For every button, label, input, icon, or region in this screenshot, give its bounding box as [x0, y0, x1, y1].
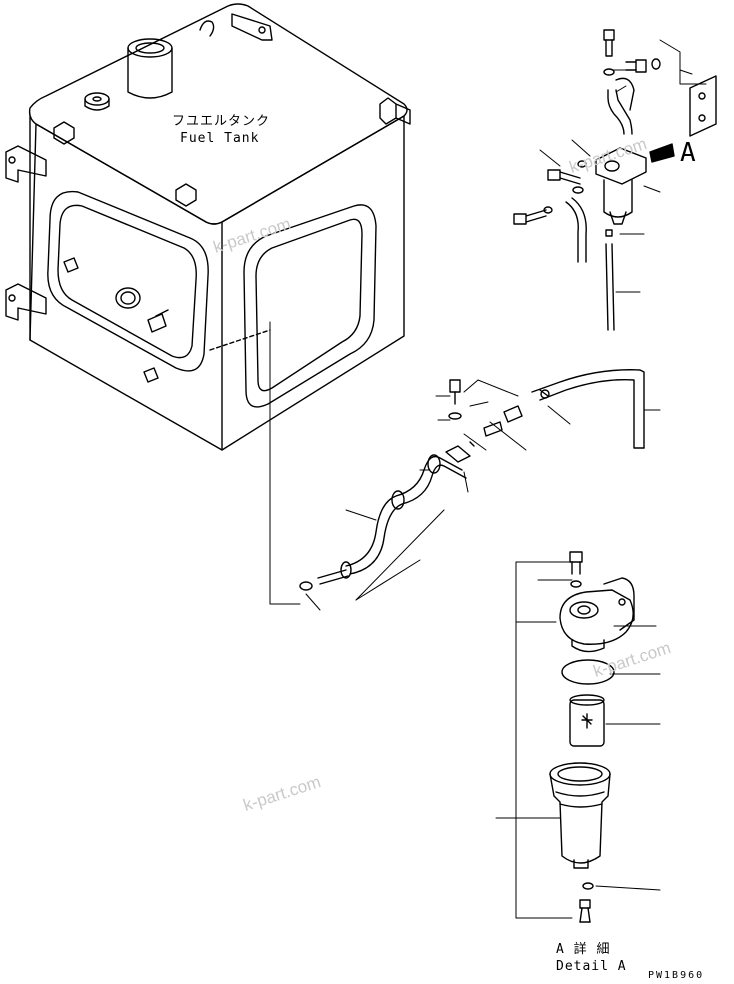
detail-a-label-en: Detail A — [556, 959, 627, 974]
fuel-tank — [5, 3, 411, 451]
detail-a-label-jp: A 詳 細 — [556, 942, 611, 957]
view-marker-label: A — [680, 138, 696, 168]
drawing-code: PW1B960 — [648, 970, 705, 981]
fuel-tank-label-jp: フユエルタンク — [172, 114, 271, 129]
filler-neck — [127, 38, 173, 99]
mount-bracket-upper — [5, 145, 47, 183]
detail-a-exploded — [515, 551, 635, 923]
fuel-gauge — [115, 287, 141, 309]
fuel-pipe-assembly — [299, 369, 645, 591]
leader-lines — [305, 379, 661, 611]
o-ring — [561, 659, 615, 685]
tank-cap — [84, 92, 110, 111]
filter-bowl — [549, 762, 611, 869]
mount-bracket-lower — [5, 283, 47, 321]
fuel-tank-label-en: Fuel Tank — [180, 131, 260, 146]
filter-mount-assembly — [513, 29, 717, 331]
access-cover-right — [243, 204, 377, 408]
access-cover-left — [47, 190, 209, 372]
filter-cartridge — [569, 699, 605, 747]
view-arrow-icon — [649, 143, 675, 163]
